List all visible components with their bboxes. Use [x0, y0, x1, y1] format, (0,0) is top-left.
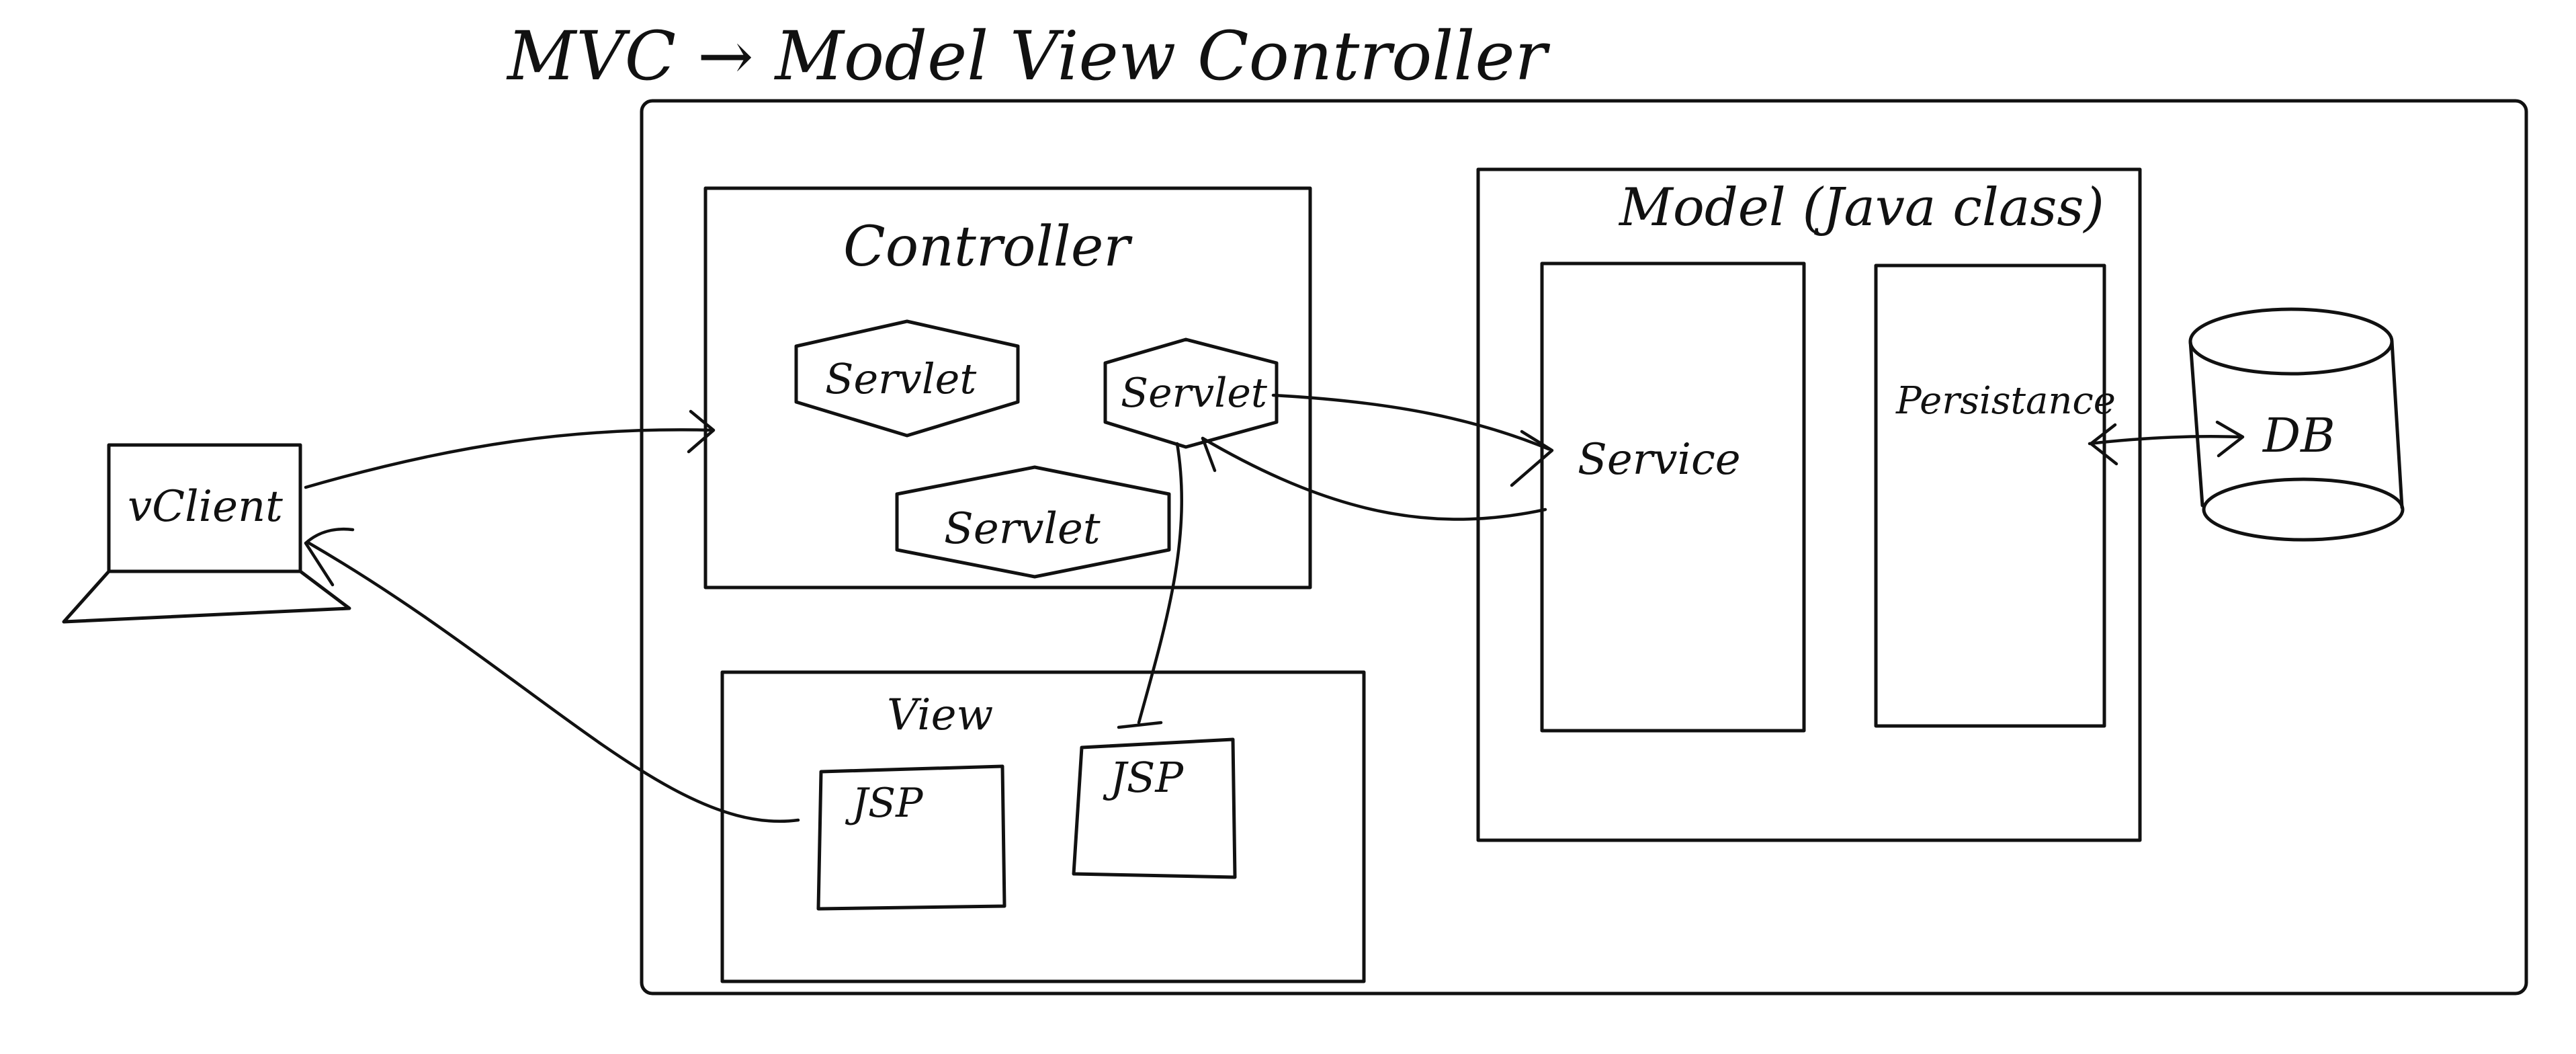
service-box — [1540, 261, 1806, 733]
arrow-service-to-servlet — [1201, 436, 1547, 521]
persistence-label: Persistance — [1895, 379, 2116, 423]
model-title: Model (Java class) — [1618, 177, 2104, 238]
persistence-box — [1874, 264, 2106, 728]
arrow-servlet-to-jsp — [1137, 442, 1183, 725]
servlet-shape-2 — [1103, 337, 1279, 449]
database-cylinder: DB — [2188, 307, 2405, 542]
jsp-label-2: JSP — [1103, 753, 1184, 802]
controller-title: Controller — [843, 215, 1133, 279]
client-laptop: vClient — [62, 443, 351, 624]
view-title: View — [887, 690, 993, 740]
servlet-shape-3 — [895, 465, 1171, 579]
arrow-persistence-db — [2088, 435, 2243, 446]
view-box: View JSP JSP — [720, 670, 1366, 983]
arrow-servlet-to-service — [1271, 393, 1551, 451]
flow-arrows — [304, 393, 2245, 823]
service-label: Service — [1578, 435, 1741, 485]
server-frame — [640, 99, 2528, 996]
diagram-title: MVC → Model View Controller — [506, 17, 1551, 95]
servlet-label-1: Servlet — [825, 354, 976, 403]
servlet-label-2: Servlet — [1121, 370, 1268, 417]
jsp-label-1: JSP — [845, 780, 924, 827]
arrow-client-to-controller — [304, 428, 714, 489]
controller-box: Controller Servlet Servlet Servlet — [703, 186, 1312, 590]
servlet-label-3: Servlet — [944, 504, 1101, 554]
database-label: DB — [2262, 408, 2335, 463]
arrow-jsp-to-client — [307, 541, 800, 823]
jsp-page-1 — [816, 764, 1006, 911]
jsp-page-2 — [1072, 737, 1237, 879]
laptop-screen — [107, 443, 302, 573]
laptop-base — [62, 569, 351, 624]
client-label: vClient — [128, 482, 283, 532]
model-box: Model (Java class) Service Persistance — [1476, 167, 2142, 842]
servlet-shape-1 — [794, 319, 1020, 438]
